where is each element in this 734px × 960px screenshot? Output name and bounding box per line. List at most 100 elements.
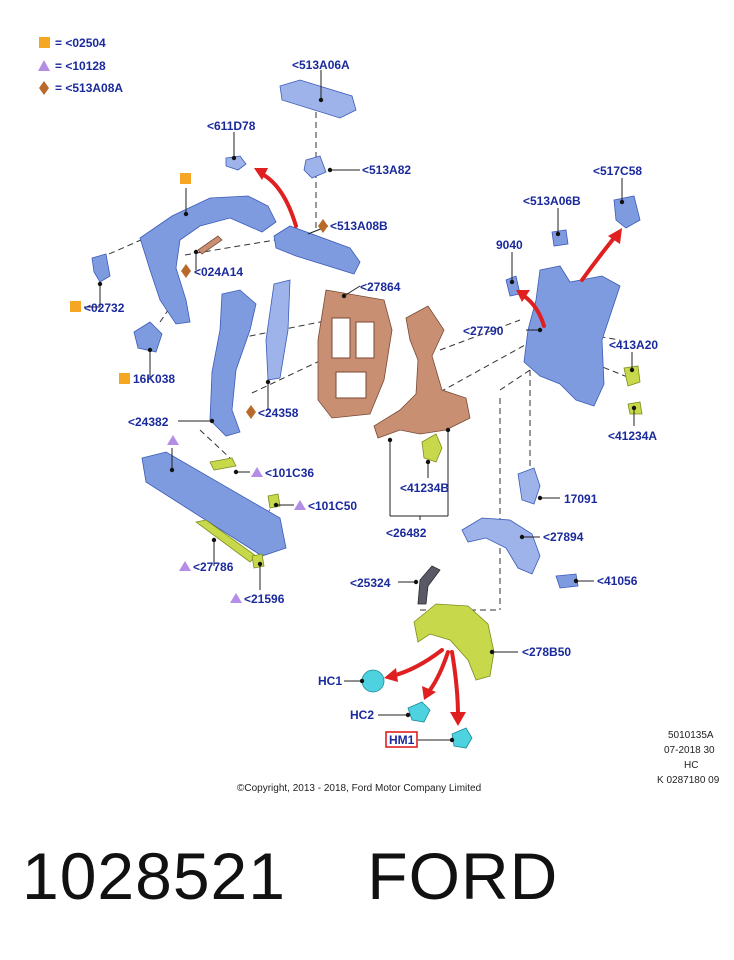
part-25324 (417, 565, 441, 605)
arrow-to-611D78 (260, 172, 298, 228)
copyright: ©Copyright, 2013 - 2018, Ford Motor Comp… (237, 783, 481, 794)
part-27864-window-3 (335, 371, 367, 399)
marker-diamond-24358 (246, 405, 256, 419)
part-24358 (265, 279, 291, 381)
label-27790: <27790 (463, 324, 504, 338)
arrow-to-9040 (522, 294, 546, 328)
part-HC2 (407, 701, 431, 723)
part-41056 (555, 573, 579, 589)
part-611D78 (225, 155, 247, 171)
part-HM1 (451, 727, 473, 749)
part-513A82 (303, 155, 327, 179)
footer: 1028521 FORD (22, 838, 722, 928)
arrow-to-517C58-head (608, 228, 622, 244)
label-513A06B: <513A06B (523, 194, 581, 208)
label-101C36: <101C36 (265, 466, 314, 480)
marker-triangle-27786 (179, 561, 191, 571)
label-HM1: HM1 (389, 733, 415, 747)
part-21596 (251, 553, 265, 569)
label-24358: <24358 (258, 406, 299, 420)
part-413A20 (623, 365, 641, 387)
label-27864: <27864 (360, 280, 401, 294)
part-27894 (461, 517, 541, 575)
marker-square-02732 (70, 301, 81, 312)
label-25324: <25324 (350, 576, 391, 590)
meta-ref: K 0287180 09 (657, 775, 720, 786)
label-024A14: <024A14 (194, 265, 243, 279)
parts-diagram: = <02504 = <10128 = <513A08A (38, 36, 720, 794)
part-labels: <513A06A <611D78 <513A82 <513A08B <024A1… (84, 58, 658, 748)
legend-diamond-text: = <513A08A (55, 81, 123, 95)
part-278B50 (413, 603, 495, 681)
footer-part-number: 1028521 (22, 839, 286, 913)
label-21596: <21596 (244, 592, 285, 606)
label-9040: 9040 (496, 238, 523, 252)
part-a-pillar-assembly (139, 195, 277, 325)
part-26482 (373, 305, 471, 439)
label-02732: <02732 (84, 301, 125, 315)
legend-square-marker (39, 37, 50, 48)
label-27786: <27786 (193, 560, 234, 574)
marker-triangle-101C36 (251, 467, 263, 477)
label-HC2: HC2 (350, 708, 374, 722)
parts (91, 79, 643, 749)
label-517C58: <517C58 (593, 164, 642, 178)
red-arrows (254, 168, 622, 726)
part-02732 (91, 253, 111, 283)
label-HC1: HC1 (318, 674, 342, 688)
part-513A08B (273, 225, 361, 275)
marker-triangle-101C50 (294, 500, 306, 510)
legend-diamond-marker (39, 81, 49, 95)
arrow-to-611D78-head (254, 168, 268, 180)
part-513A06A (279, 79, 357, 119)
part-16K038 (133, 321, 163, 353)
footer-brand: FORD (367, 839, 559, 913)
legend-square-text: = <02504 (55, 36, 106, 50)
part-517C58 (613, 195, 641, 229)
marker-diamond-024A14 (181, 264, 191, 278)
part-HC1 (361, 669, 385, 693)
part-sill (141, 451, 287, 557)
label-413A20: <413A20 (609, 338, 658, 352)
part-17091 (517, 467, 541, 505)
label-HM1-highlight-box (385, 731, 418, 748)
legend: = <02504 = <10128 = <513A08A (38, 36, 123, 95)
arrow-to-HC2-head (422, 686, 436, 700)
leader-lines (84, 70, 637, 743)
part-024A14 (197, 235, 223, 255)
label-16K038: 16K038 (133, 372, 175, 386)
meta-date: 07-2018 30 (664, 745, 715, 756)
arrow-to-HM1-head (450, 712, 466, 726)
meta-region: HC (684, 760, 698, 771)
marker-triangle-21596 (230, 593, 242, 603)
label-101C50: <101C50 (308, 499, 357, 513)
arrow-to-HC2 (428, 650, 450, 692)
part-27864 (317, 289, 393, 419)
label-41234B: <41234B (400, 481, 449, 495)
marker-square-top (180, 173, 191, 184)
label-41234A: <41234A (608, 429, 657, 443)
part-101C36 (209, 457, 237, 471)
arrow-to-HM1 (450, 650, 460, 718)
arrow-to-9040-head (516, 290, 530, 302)
meta-code: 5010135A (668, 730, 714, 741)
marker-triangle-24382 (167, 435, 179, 445)
label-513A08B: <513A08B (330, 219, 388, 233)
marker-square-16K038 (119, 373, 130, 384)
part-27790 (523, 265, 621, 407)
legend-triangle-text: = <10128 (55, 59, 106, 73)
legend-triangle-marker (38, 60, 50, 71)
label-513A06A: <513A06A (292, 58, 350, 72)
part-27864-window-2 (355, 321, 375, 359)
label-41056: <41056 (597, 574, 638, 588)
part-513A06B (551, 229, 569, 247)
label-513A82: <513A82 (362, 163, 411, 177)
label-17091: 17091 (564, 492, 598, 506)
arrow-to-517C58 (580, 236, 616, 282)
label-markers (70, 173, 328, 603)
part-27864-window-1 (331, 317, 351, 359)
arrow-to-HC1 (390, 648, 444, 678)
part-24382 (209, 289, 257, 437)
arrow-to-HC1-head (384, 668, 398, 682)
diagram-meta: 5010135A 07-2018 30 HC K 0287180 09 (657, 730, 720, 786)
